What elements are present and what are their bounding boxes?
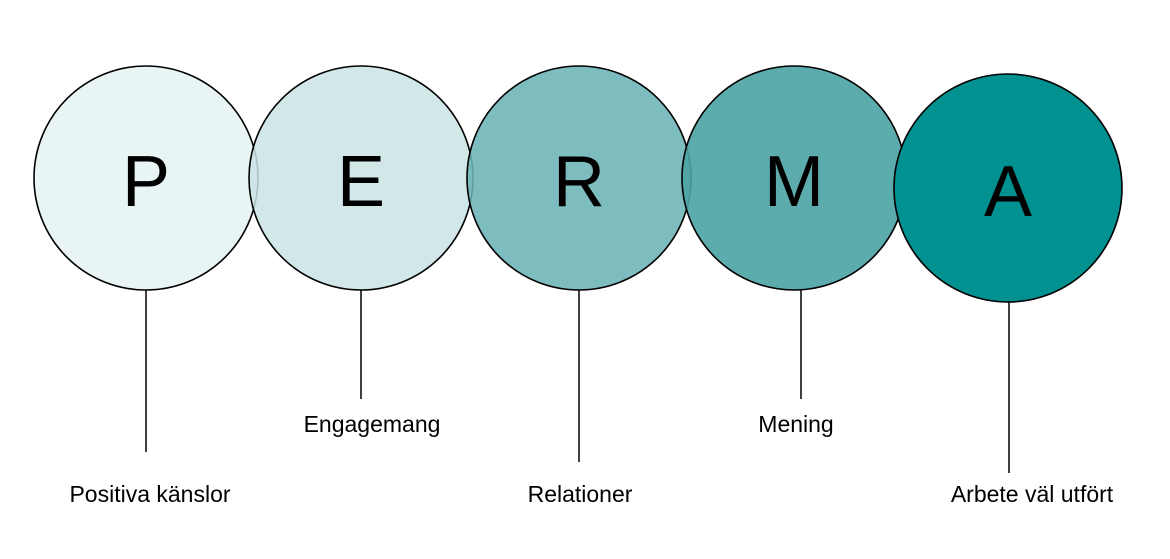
letter-a: A xyxy=(984,152,1032,232)
caption-r: Relationer xyxy=(528,481,633,507)
caption-e: Engagemang xyxy=(304,411,441,437)
caption-a: Arbete väl utfört xyxy=(951,481,1114,507)
letter-p: P xyxy=(122,142,170,222)
letter-m: M xyxy=(764,142,824,222)
letter-r: R xyxy=(553,142,605,222)
circle-a xyxy=(893,73,1123,303)
caption-m: Mening xyxy=(758,411,833,437)
circle-a-shape xyxy=(893,73,1123,303)
letter-e: E xyxy=(337,142,385,222)
caption-p: Positiva känslor xyxy=(69,481,230,507)
